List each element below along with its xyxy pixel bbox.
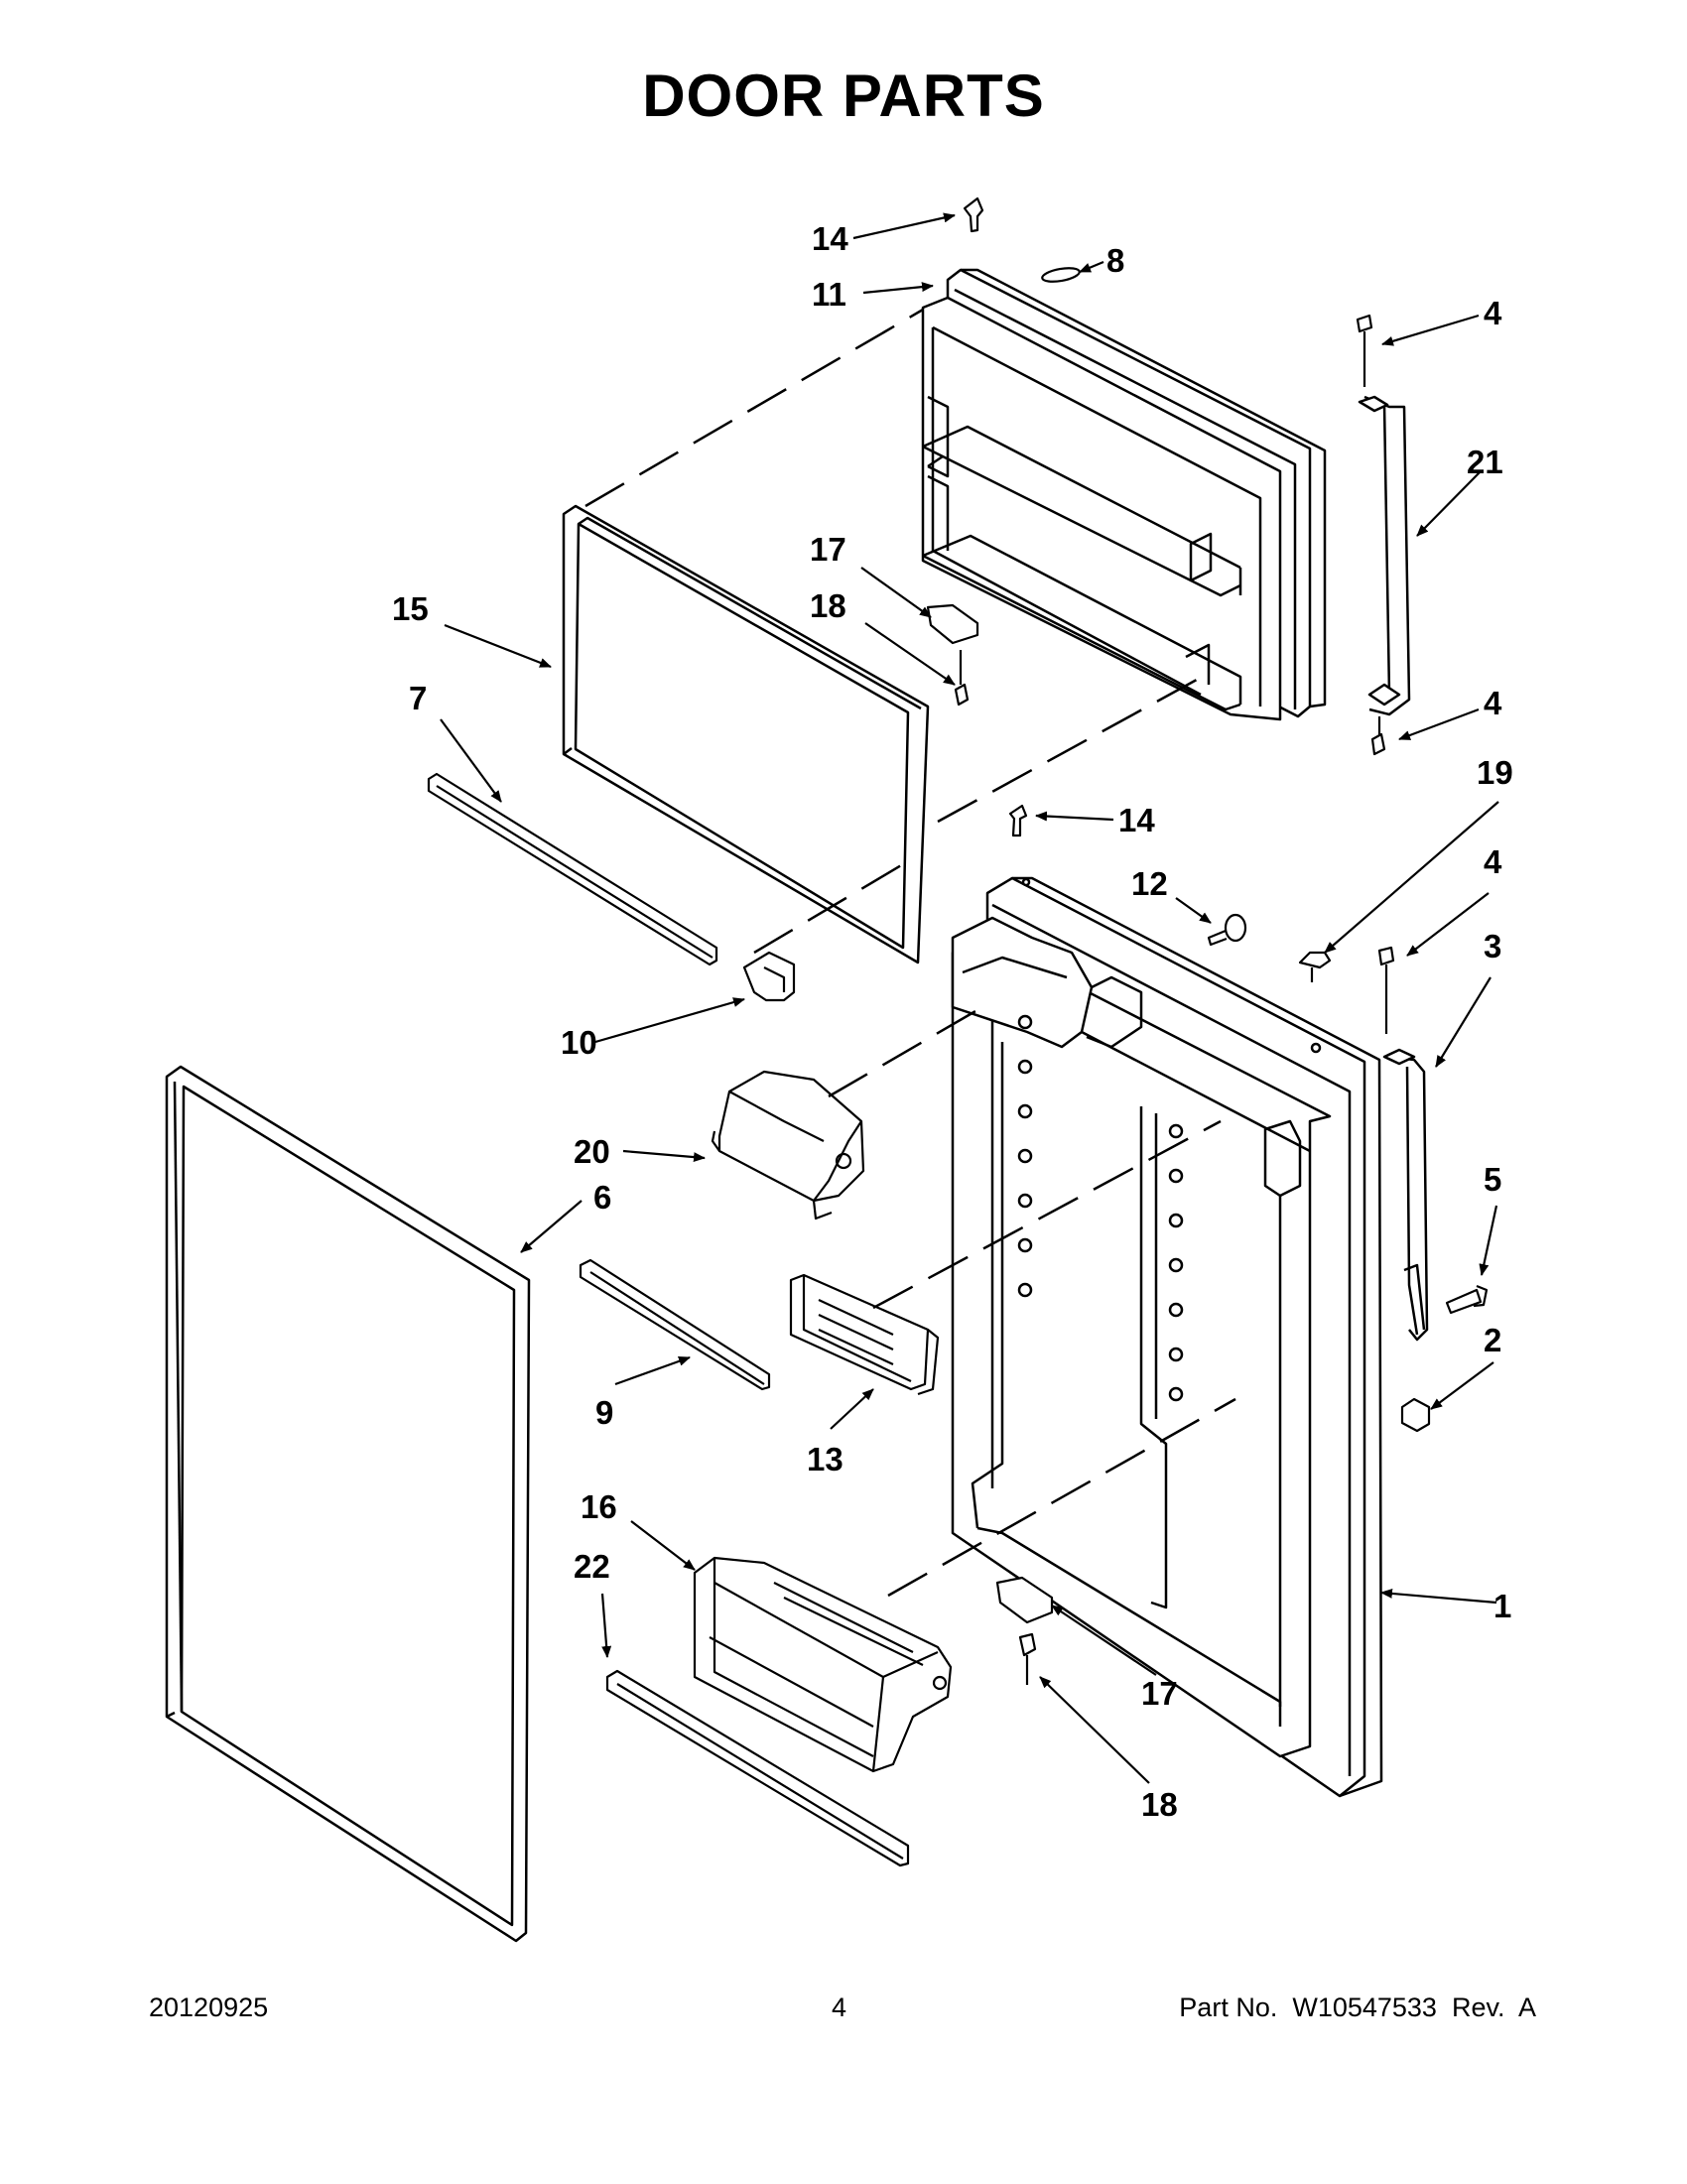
footer-date: 20120925 [149,1992,269,2022]
callout-2: 2 [1484,1322,1501,1358]
callout-labels: 14 11 8 4 21 17 18 15 7 4 19 14 12 4 3 1… [392,220,1513,1823]
callout-3: 3 [1484,928,1501,964]
callout-6: 6 [593,1179,611,1216]
callout-13: 13 [807,1441,844,1477]
fresh-food-door [951,876,1383,1798]
callout-18: 18 [810,587,846,624]
callout-9: 9 [595,1394,613,1431]
callout-14: 14 [1118,802,1155,838]
callout-20: 20 [574,1133,610,1170]
freezer-gasket [562,504,930,964]
freezer-door [921,268,1327,721]
callout-5: 5 [1484,1161,1501,1198]
assembly-lines [584,308,1236,1598]
callout-21: 21 [1467,444,1503,480]
callout-4: 4 [1484,685,1502,721]
small-parts [427,196,1489,1867]
callout-17: 17 [1141,1675,1178,1712]
callout-10: 10 [561,1024,597,1061]
callout-11: 11 [812,276,846,313]
callout-12: 12 [1131,865,1168,902]
callout-15: 15 [392,590,429,627]
callout-22: 22 [574,1548,610,1585]
callout-19: 19 [1477,754,1513,791]
callout-17: 17 [810,531,846,568]
fresh-food-gasket [165,1065,531,1943]
callout-14: 14 [812,220,848,257]
callout-4: 4 [1484,843,1502,880]
callout-18: 18 [1141,1786,1178,1823]
callout-1: 1 [1493,1588,1511,1624]
leader-arrows [440,212,1499,1784]
callout-7: 7 [409,680,427,716]
callout-8: 8 [1106,242,1124,279]
hinges [1358,395,1429,1342]
callout-16: 16 [581,1488,617,1525]
page-title: DOOR PARTS [642,63,1045,129]
footer-part-number: Part No. W10547533 Rev. A [1179,1992,1536,2022]
footer-page-number: 4 [832,1992,847,2022]
callout-4: 4 [1484,295,1502,331]
